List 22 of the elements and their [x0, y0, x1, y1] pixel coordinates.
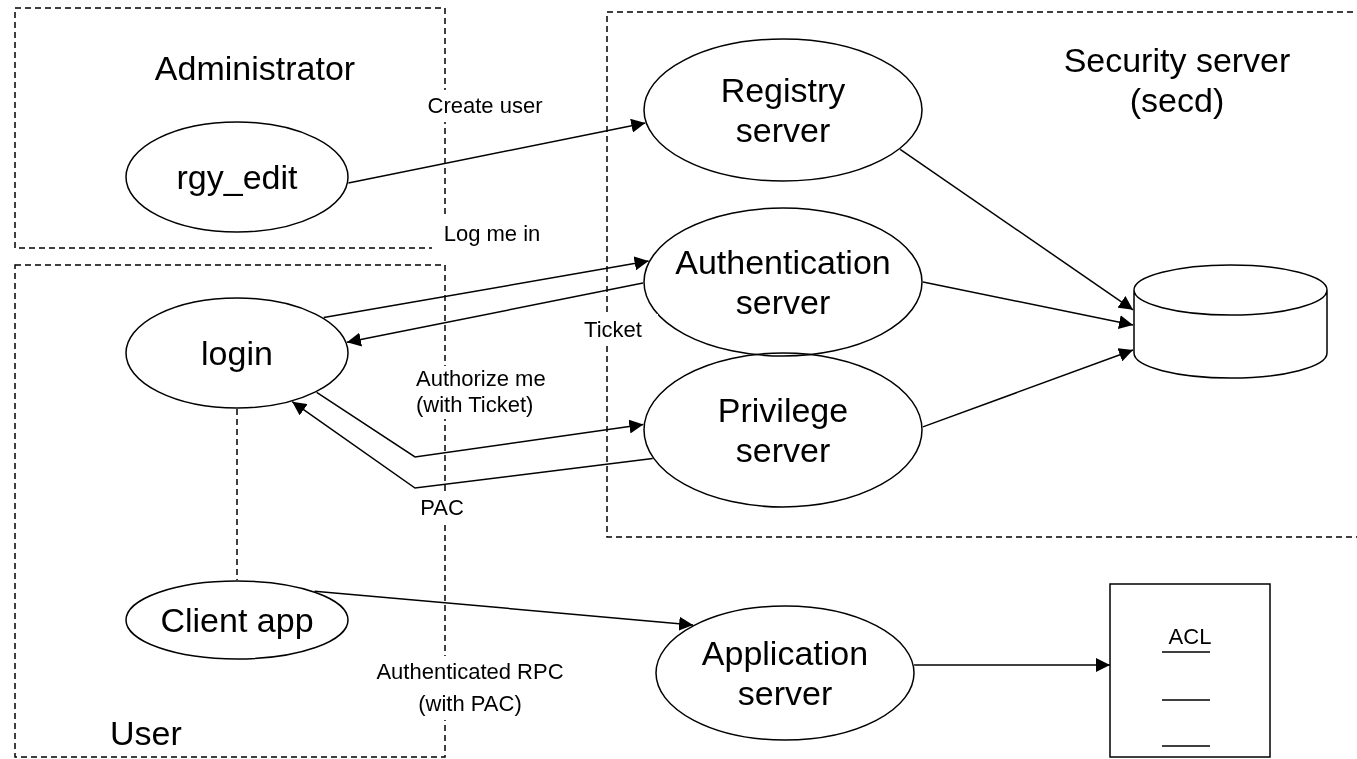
arrow — [291, 400, 654, 489]
arrow — [922, 281, 1134, 330]
node-label: Client app — [160, 599, 314, 641]
arrow — [347, 118, 646, 184]
arrow — [922, 348, 1134, 428]
group-title: User — [110, 713, 183, 754]
dashed-connector — [236, 408, 238, 581]
arrow — [313, 590, 694, 631]
arrow — [315, 391, 645, 458]
arrow — [899, 148, 1134, 311]
node-label: Authentication server — [675, 241, 891, 323]
node-label: Application server — [700, 632, 870, 714]
node-label: rgy_edit — [176, 156, 298, 198]
arrow — [913, 658, 1111, 672]
arrow — [346, 282, 644, 347]
node-label: Registry server — [719, 69, 847, 151]
node-label: ACL — [1167, 624, 1213, 650]
node-label: Privilege server — [716, 389, 850, 471]
arrow — [323, 256, 650, 319]
group-title: Security server (secd) — [1062, 40, 1292, 121]
node-label: login — [201, 332, 273, 374]
group-title: Administrator — [153, 48, 357, 89]
